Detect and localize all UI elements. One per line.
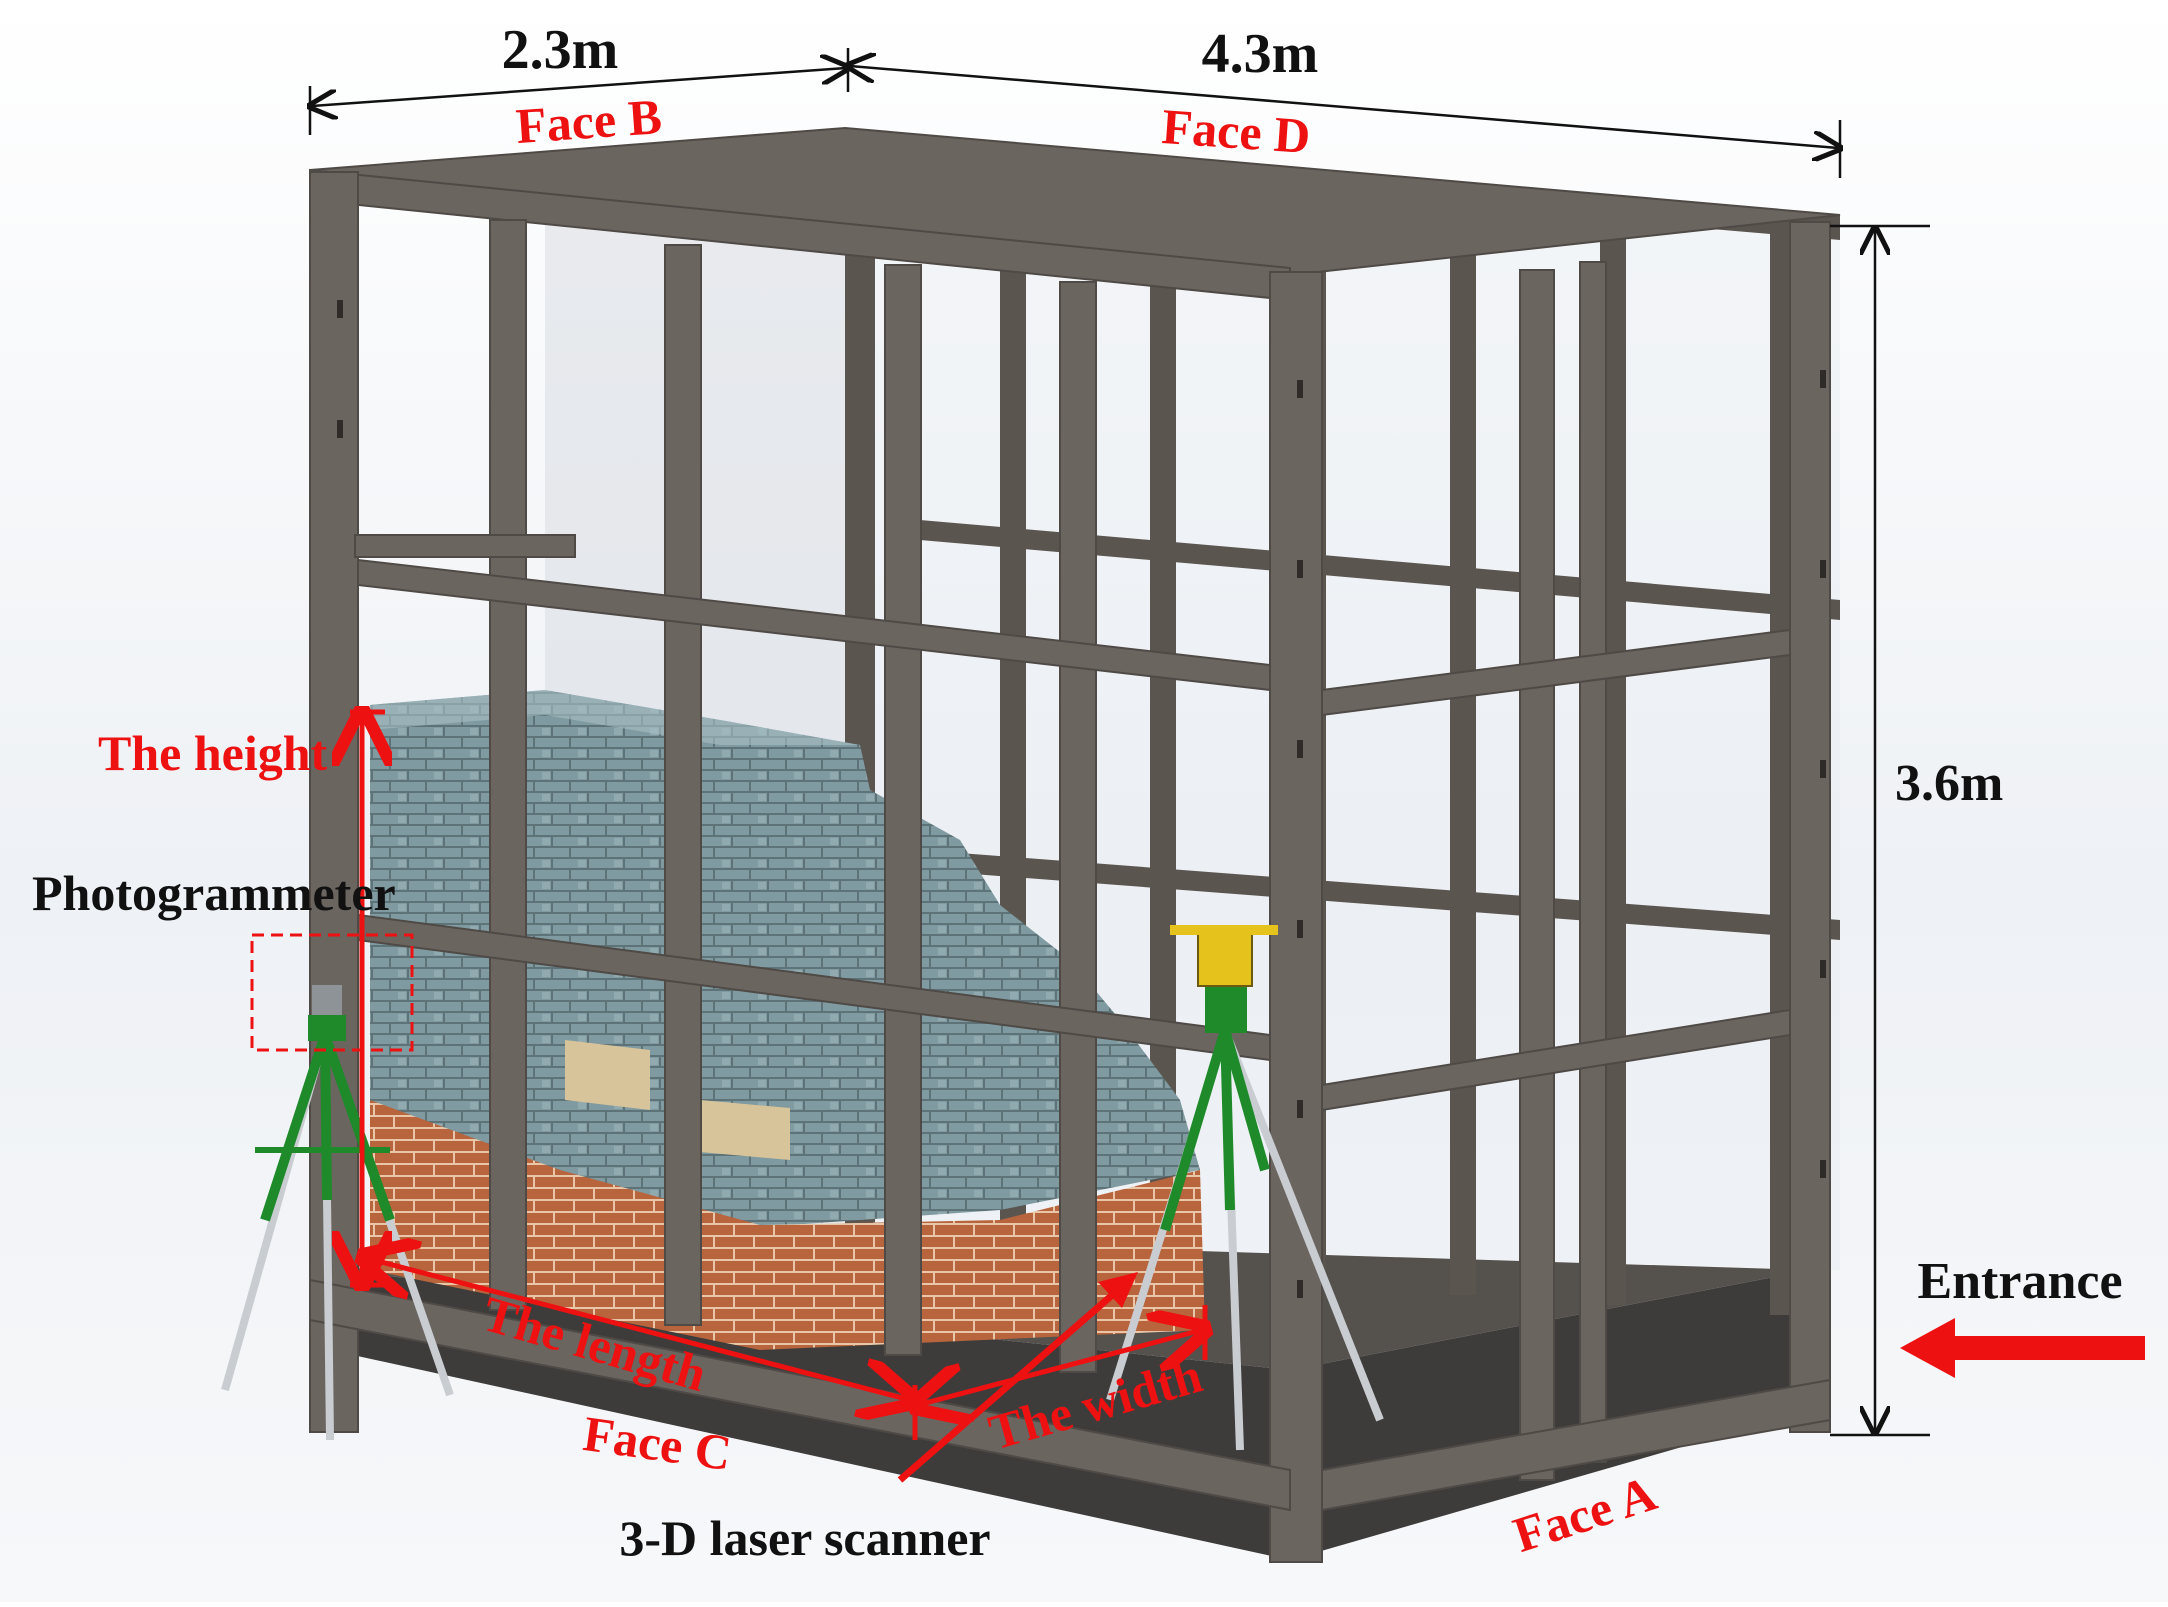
dimension-label-b: 2.3m (502, 19, 619, 81)
camera-icon (312, 985, 342, 1015)
face-b-label: Face B (514, 88, 663, 154)
dimension-label-height: 3.6m (1895, 755, 2003, 812)
laser-scanner-label: 3-D laser scanner (619, 1510, 990, 1566)
dimension-lines (310, 48, 1930, 1437)
sample-dimension-lines (350, 712, 1205, 1440)
scanner-pointer-arrow (897, 1272, 1138, 1483)
entrance-label: Entrance (1917, 1253, 2122, 1310)
sample-height-label: The height (98, 725, 328, 781)
photogrammeter-label: Photogrammeter (32, 865, 396, 921)
bolt-holes (337, 300, 1826, 1298)
entrance-arrow-icon (1900, 1318, 2145, 1378)
scanner-icon (1197, 929, 1253, 987)
face-d-label: Face D (1160, 98, 1312, 164)
dimension-label-d: 4.3m (1202, 23, 1319, 85)
